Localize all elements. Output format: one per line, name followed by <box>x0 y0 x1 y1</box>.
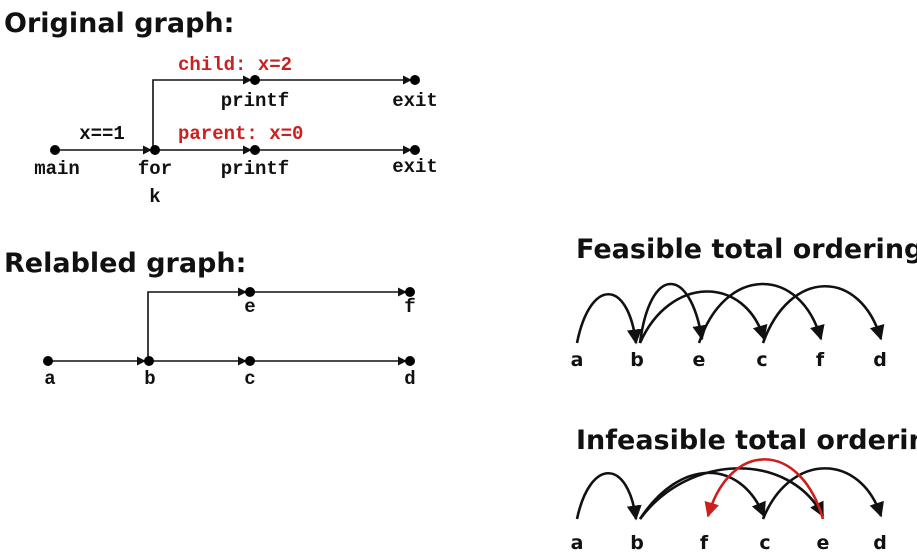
node-label-k: k <box>149 186 160 208</box>
infeasible-arc-b-c <box>638 471 766 520</box>
original-graph: x==1 child: x=2 parent: x=0 main for k p… <box>34 54 438 208</box>
infeasible-ordering: a b f c e d <box>571 458 887 554</box>
infeasible-arc-a-b <box>575 472 642 521</box>
infeasible-ordering-title: Infeasible total ordering: <box>576 425 917 456</box>
edge-label-x1: x==1 <box>79 123 125 145</box>
node-label-e: e <box>244 296 255 318</box>
infeasible-label-4: c <box>759 532 770 554</box>
node-label-a: a <box>44 368 55 390</box>
node-c <box>245 356 255 366</box>
node-label-for: for <box>138 158 172 180</box>
node-label-d: d <box>404 368 415 390</box>
infeasible-label-5: e <box>817 532 830 554</box>
node-for <box>150 145 160 155</box>
node-e <box>245 287 255 297</box>
edge-for-printf-child <box>152 75 252 150</box>
feasible-label-6: d <box>873 349 887 371</box>
infeasible-label-3: f <box>700 532 709 554</box>
infeasible-label-1: a <box>571 532 584 554</box>
node-printf-child <box>250 75 260 85</box>
infeasible-arc-c-d <box>761 467 884 520</box>
node-exit-parent <box>410 145 420 155</box>
node-label-f: f <box>404 296 415 318</box>
feasible-arc-c-d <box>761 285 885 344</box>
feasible-ordering-title: Feasible total ordering: <box>576 234 917 265</box>
node-label-exit-child: exit <box>392 90 438 112</box>
node-exit-child <box>410 75 420 85</box>
node-b <box>144 356 154 366</box>
feasible-ordering: a b e c f d <box>571 282 887 371</box>
node-label-c: c <box>244 368 255 390</box>
edge-b-e <box>147 287 247 361</box>
infeasible-arc-e-f <box>704 458 825 520</box>
feasible-arc-b-c <box>638 290 768 344</box>
infeasible-label-6: d <box>873 532 887 554</box>
node-main <box>50 145 60 155</box>
node-label-b: b <box>144 368 155 390</box>
feasible-label-3: e <box>693 349 706 371</box>
feasible-label-1: a <box>571 349 584 371</box>
relabeled-graph: a b c d e f <box>43 287 416 390</box>
relabeled-graph-title: Relabled graph: <box>4 248 246 279</box>
feasible-label-4: c <box>756 349 767 371</box>
node-label-main: main <box>34 158 80 180</box>
node-label-printf-child: printf <box>221 90 289 112</box>
node-label-exit-parent: exit <box>392 156 438 178</box>
feasible-arc-e-f <box>697 282 825 344</box>
feasible-arc-a-b <box>575 292 642 345</box>
feasible-label-2: b <box>630 349 644 371</box>
edge-label-parent: parent: x=0 <box>178 123 303 145</box>
feasible-arc-b-e <box>638 282 708 344</box>
node-a <box>43 356 53 366</box>
node-label-printf-parent: printf <box>221 158 289 180</box>
infeasible-label-2: b <box>630 532 644 554</box>
node-f <box>405 287 415 297</box>
feasible-label-5: f <box>816 349 825 371</box>
node-printf-parent <box>250 145 260 155</box>
node-d <box>405 356 415 366</box>
original-graph-title: Original graph: <box>4 8 234 39</box>
edge-label-child: child: x=2 <box>178 54 292 76</box>
